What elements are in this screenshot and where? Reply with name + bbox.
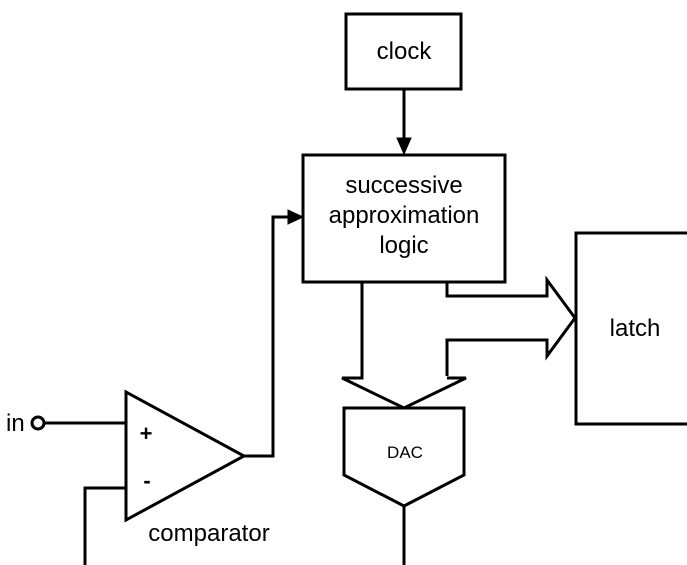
comparator-symbol	[124, 389, 248, 523]
comparator-minus-sign: -	[143, 468, 150, 493]
latch-label: latch	[610, 315, 661, 342]
sar-to-dac-bus-arrow	[341, 282, 467, 410]
sar-to-latch-bus-arrow	[445, 275, 577, 376]
input-terminal	[30, 415, 46, 431]
dac-label: DAC	[387, 443, 423, 462]
feedback-wire	[83, 486, 126, 565]
dac-block	[342, 406, 466, 508]
clock-label: clock	[377, 38, 433, 65]
sar-label-line1: successive	[345, 172, 462, 199]
clock-to-sar-arrowhead	[396, 137, 412, 156]
sar-label-line2: approximation	[329, 202, 480, 229]
comparator-to-sar-arrowhead	[287, 209, 305, 225]
latch-block	[574, 231, 687, 426]
clock-block	[344, 12, 463, 91]
sar-label-line3: logic	[379, 232, 428, 259]
comparator-label: comparator	[148, 520, 269, 547]
comparator-plus-sign: +	[140, 421, 153, 446]
input-label: in	[6, 410, 25, 437]
comparator-to-sar-wire	[244, 215, 291, 458]
sar-logic-block	[301, 153, 507, 284]
